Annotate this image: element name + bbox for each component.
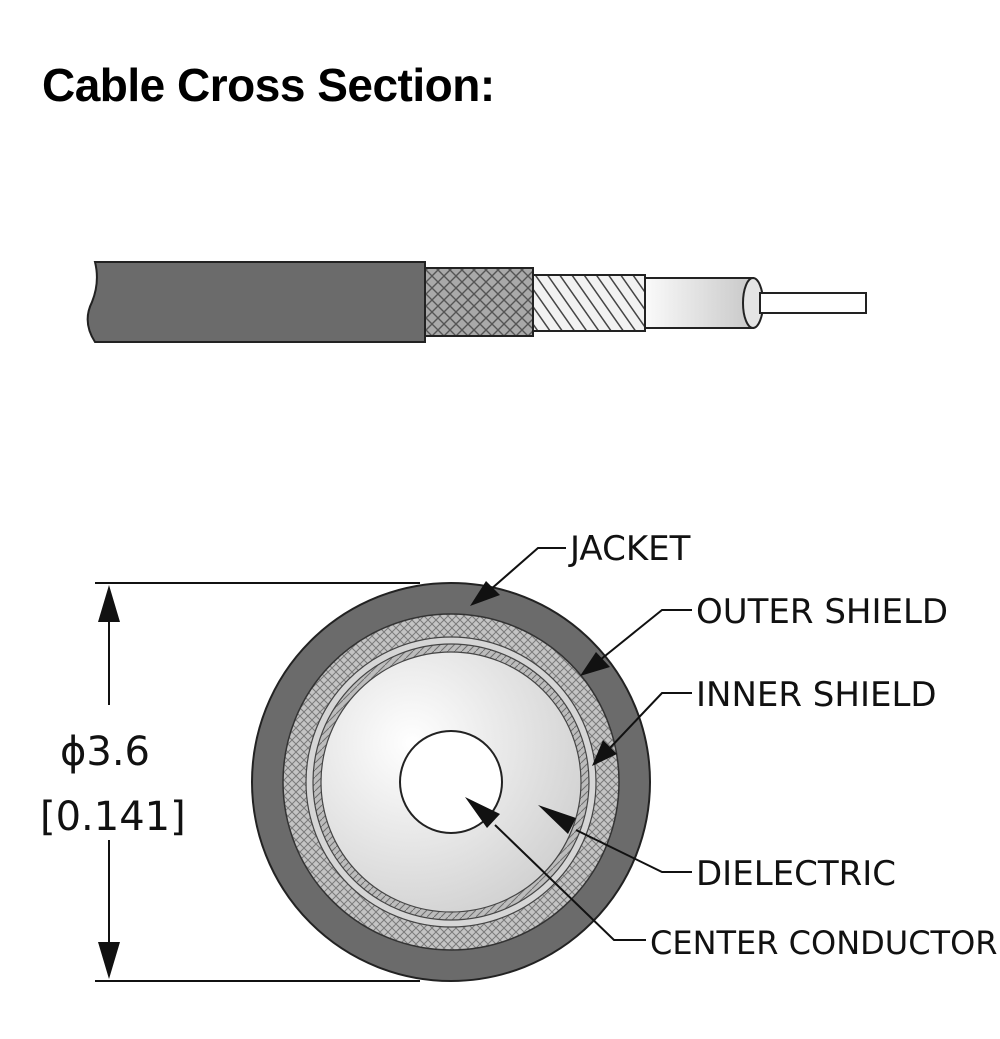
callout-outer-shield: OUTER SHIELD	[580, 592, 948, 676]
side-center-conductor	[759, 292, 867, 314]
dimension-metric: ϕ3.6	[60, 729, 150, 775]
jacket-arrow	[470, 581, 500, 606]
callout-dielectric: DIELECTRIC	[538, 805, 896, 894]
side-inner-shield	[532, 274, 646, 332]
label-center-conductor: CENTER CONDUCTOR	[650, 924, 998, 962]
side-dielectric	[644, 277, 754, 329]
center-conductor-arrow	[465, 797, 500, 828]
dielectric-arrow	[538, 805, 576, 834]
dimension-arrow-top	[98, 585, 120, 622]
callout-jacket: JACKET	[470, 529, 691, 606]
callout-center-conductor: CENTER CONDUCTOR	[465, 797, 998, 962]
inner-shield-arrow	[592, 740, 617, 766]
label-outer-shield: OUTER SHIELD	[696, 592, 948, 632]
cable-side-view	[86, 261, 867, 343]
side-jacket	[86, 261, 426, 343]
label-dielectric: DIELECTRIC	[696, 854, 896, 894]
dimension-imperial: [0.141]	[40, 794, 186, 840]
dimension-arrow-bottom	[98, 942, 120, 979]
diameter-dimension: ϕ3.6 [0.141]	[40, 582, 420, 982]
outer-shield-arrow	[580, 652, 610, 676]
page-title: Cable Cross Section:	[42, 59, 495, 111]
side-outer-shield	[424, 267, 534, 337]
cable-cross-section	[251, 582, 651, 982]
label-inner-shield: INNER SHIELD	[696, 675, 937, 715]
callout-inner-shield: INNER SHIELD	[592, 675, 937, 766]
label-jacket: JACKET	[568, 529, 691, 569]
